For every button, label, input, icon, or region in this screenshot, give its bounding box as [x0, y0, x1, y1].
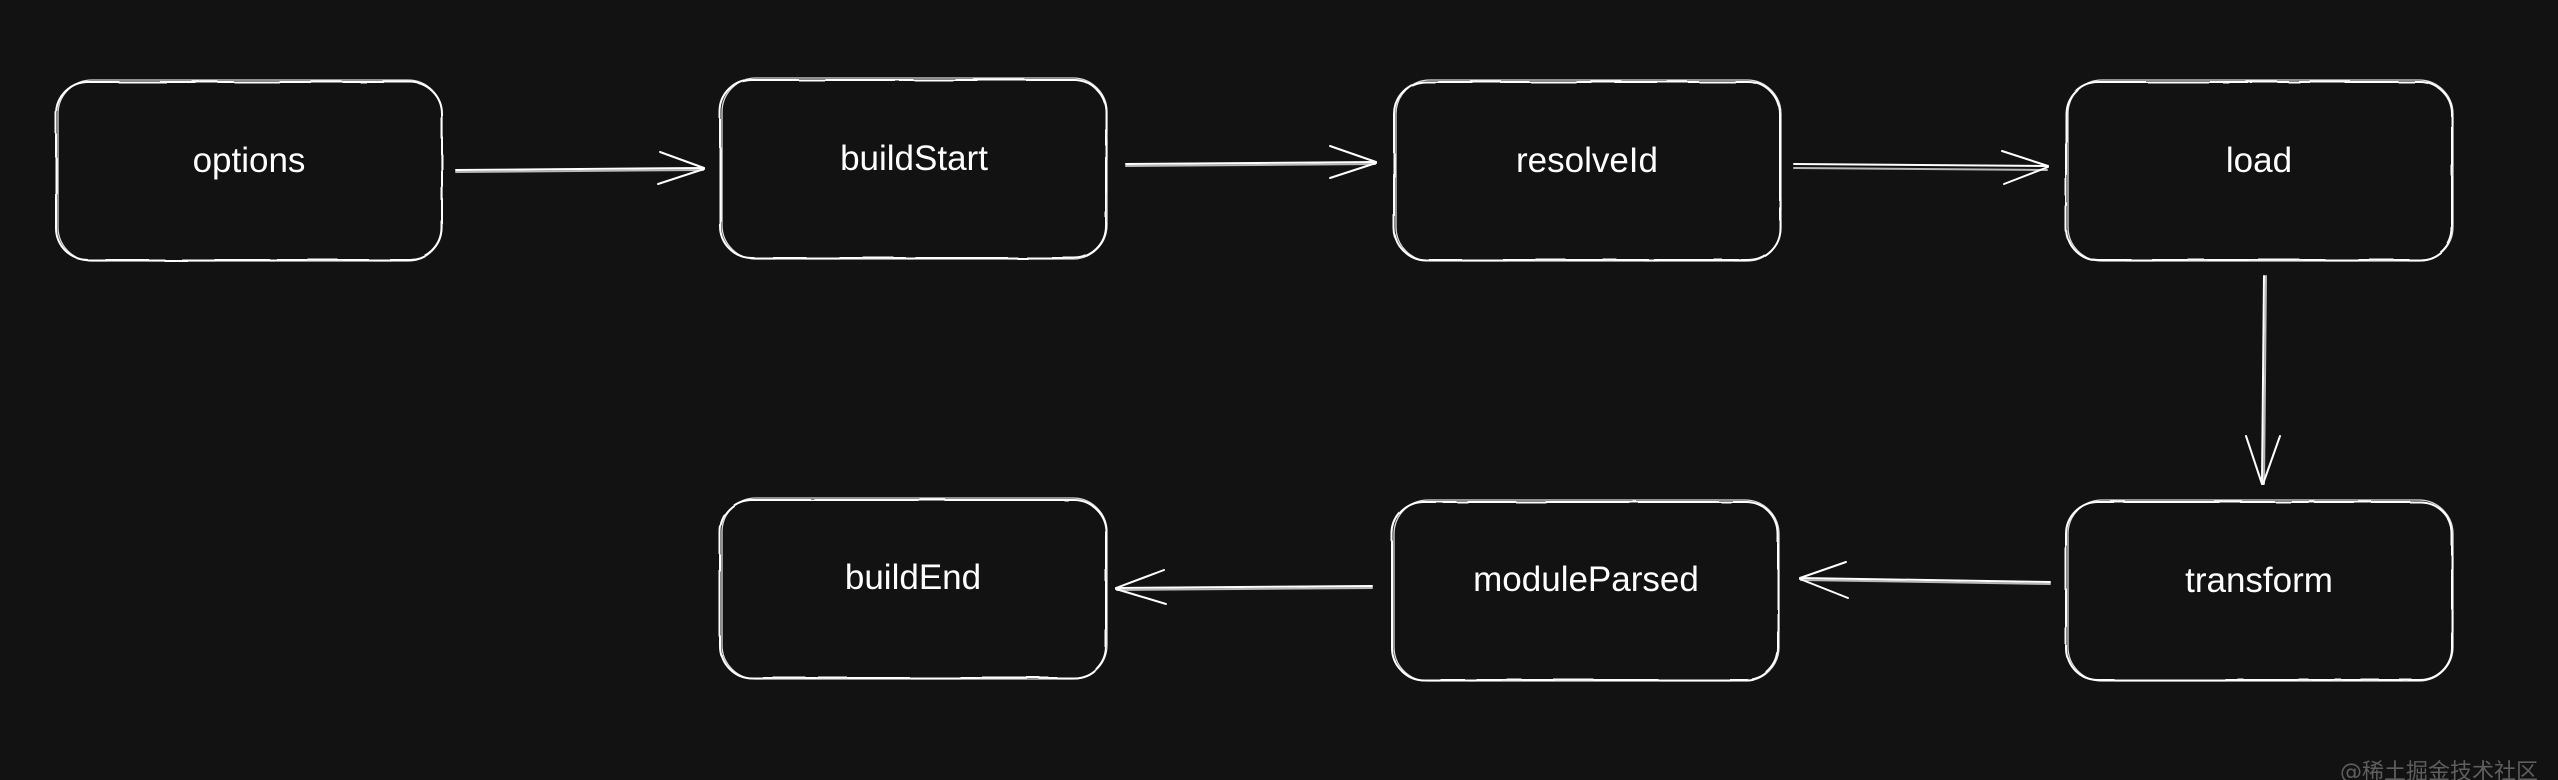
node-resolveId: resolveId — [1393, 79, 1782, 262]
node-label-buildEnd: buildEnd — [845, 558, 981, 597]
arrow-load-to-transform — [2245, 275, 2281, 485]
node-label-load: load — [2226, 141, 2292, 180]
node-buildEnd: buildEnd — [719, 497, 1108, 680]
watermark: @稀土掘金技术社区 — [2339, 760, 2538, 780]
node-label-options: options — [193, 141, 306, 180]
node-transform: transform — [2065, 499, 2454, 682]
node-label-transform: transform — [2185, 561, 2333, 600]
node-label-resolveId: resolveId — [1516, 141, 1658, 180]
arrow-options-to-buildStart — [455, 151, 705, 185]
arrow-transform-to-moduleParsed — [1799, 561, 2051, 599]
node-load: load — [2065, 79, 2454, 262]
node-options: options — [55, 79, 443, 262]
node-buildStart: buildStart — [719, 77, 1108, 260]
node-label-moduleParsed: moduleParsed — [1473, 560, 1699, 599]
arrow-resolveId-to-load — [1793, 150, 2049, 185]
node-moduleParsed: moduleParsed — [1391, 499, 1780, 682]
arrow-moduleParsed-to-buildEnd — [1115, 569, 1373, 605]
arrow-buildStart-to-resolveId — [1125, 145, 1377, 179]
node-label-buildStart: buildStart — [840, 139, 988, 178]
